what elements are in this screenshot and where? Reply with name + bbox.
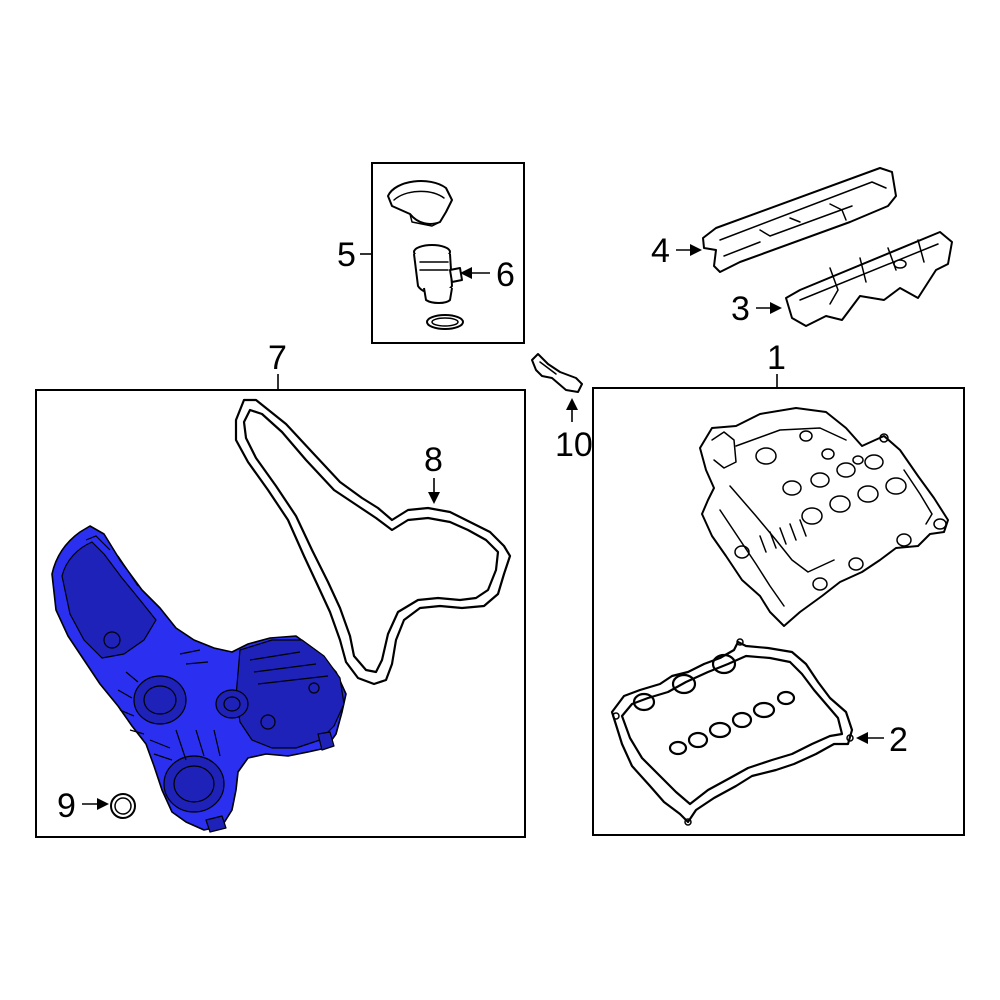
callout-4: 4 xyxy=(651,232,670,270)
callout-5: 5 xyxy=(337,236,356,274)
valve-cover-gasket[interactable] xyxy=(610,638,854,826)
leader-9 xyxy=(82,798,109,810)
callout-2: 2 xyxy=(889,721,908,759)
kit-box-7 xyxy=(35,389,526,838)
oil-filler-neck[interactable] xyxy=(413,244,463,304)
timing-cover-plug[interactable] xyxy=(110,793,136,819)
timing-cover-highlighted[interactable] xyxy=(51,525,347,833)
kit-box-1 xyxy=(592,387,965,836)
leader-4 xyxy=(676,244,702,256)
oil-filler-cap[interactable] xyxy=(387,180,453,227)
callout-8: 8 xyxy=(424,441,443,479)
filler-neck-seal[interactable] xyxy=(426,314,464,330)
callout-9: 9 xyxy=(57,787,76,825)
leader-6 xyxy=(460,267,490,279)
callout-1: 1 xyxy=(767,339,786,377)
leader-2 xyxy=(856,732,884,744)
leader-8 xyxy=(428,478,440,504)
leader-10 xyxy=(566,398,578,422)
valve-cover[interactable] xyxy=(699,407,949,627)
callout-3: 3 xyxy=(731,290,750,328)
engine-cover-lower[interactable] xyxy=(785,231,953,327)
leader-3 xyxy=(756,302,782,314)
callout-10: 10 xyxy=(555,426,593,464)
kit-box-5 xyxy=(371,162,525,344)
timing-cover-gasket[interactable] xyxy=(234,398,512,686)
callout-7: 7 xyxy=(268,339,287,377)
bracket-10[interactable] xyxy=(531,353,583,393)
engine-cover-upper[interactable] xyxy=(702,167,897,273)
callout-6: 6 xyxy=(496,256,515,294)
